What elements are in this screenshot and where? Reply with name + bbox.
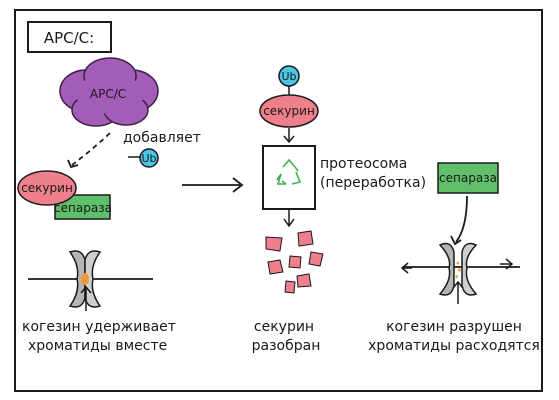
adds-label: добавляет: [123, 130, 201, 146]
securin-blob-middle: [259, 94, 319, 128]
securin-fragments: [265, 230, 324, 294]
separase-label-left: сепараза: [54, 201, 112, 215]
dashed-arrow-apc-to-securin: [71, 132, 111, 166]
title-box: [27, 21, 112, 53]
apc-c-complex: APC/C: [59, 57, 159, 127]
middle-caption-line1: секурин: [254, 319, 314, 335]
securin-blob-left: [17, 170, 77, 206]
middle-caption-line2: разобран: [252, 338, 321, 354]
cohesin-left: [81, 273, 89, 285]
left-caption-line2: хроматиды вместе: [28, 338, 167, 354]
svg-text:Ub: Ub: [281, 70, 296, 83]
diagram-title: APC/C:: [44, 29, 94, 47]
left-caption-line1: когезин удерживает: [22, 319, 176, 335]
proteasome-label-line2: (переработка): [320, 175, 426, 191]
proteasome-box: [262, 145, 316, 210]
securin-label-left: секурин: [21, 181, 73, 195]
cohesin-fragments-right: [455, 261, 461, 279]
svg-text:Ub: Ub: [141, 152, 156, 165]
apc-c-label: APC/C: [90, 87, 126, 101]
recycle-icon: [276, 158, 302, 185]
ubiquitin-tag-middle: Ub: [278, 65, 300, 96]
securin-separase-complex: сепараза секурин: [17, 170, 112, 220]
outer-frame: [14, 9, 543, 392]
proteasome-label-line1: протеосома: [320, 156, 407, 172]
right-caption-line1: когезин разрушен: [386, 319, 522, 335]
separase-box-right: [437, 162, 499, 194]
right-caption-line2: хроматиды расходятся: [368, 338, 540, 354]
chromatids-together: [28, 250, 153, 311]
securin-label-middle: секурин: [263, 104, 315, 118]
ubiquitin-tag-left: Ub: [128, 148, 159, 168]
separase-label-right: сепараза: [439, 171, 497, 185]
chromatids-separating: [400, 242, 520, 304]
separase-box-left: [54, 194, 111, 220]
